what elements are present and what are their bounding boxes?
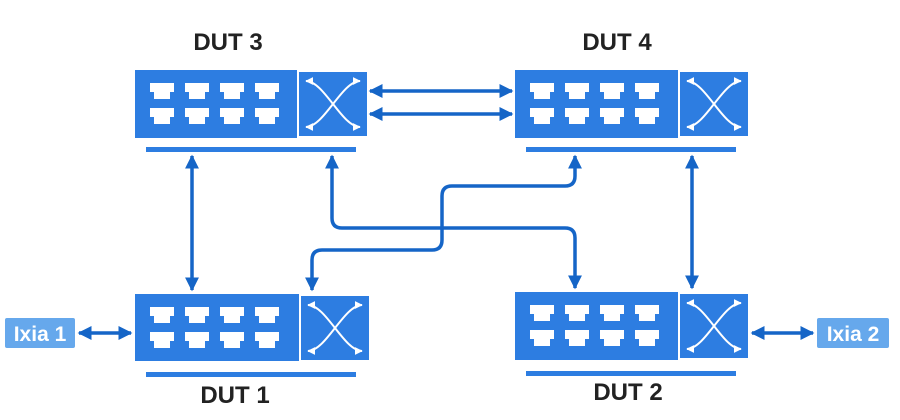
port-icon <box>220 307 244 323</box>
switch-dut4-ports <box>530 83 659 124</box>
port-icon <box>565 108 589 124</box>
port-icon <box>185 307 209 323</box>
link-dut4-dut1 <box>305 154 582 292</box>
port-icon <box>530 83 554 99</box>
switch-dut1-label: DUT 1 <box>200 382 269 409</box>
port-icon <box>600 108 624 124</box>
port-icon <box>185 332 209 348</box>
endpoint-ixia1-label: Ixia 1 <box>14 323 67 346</box>
port-icon <box>150 332 174 348</box>
port-icon <box>565 83 589 99</box>
port-icon <box>185 108 209 124</box>
switch-dut3: DUT 3 <box>135 29 368 152</box>
port-icon <box>530 330 554 346</box>
switch-dut3-body <box>135 70 367 138</box>
switch-dut2: DUT 2 <box>515 292 749 406</box>
port-icon <box>255 108 279 124</box>
port-icon <box>565 330 589 346</box>
port-icon <box>185 83 209 99</box>
switch-dut4-label: DUT 4 <box>582 29 652 56</box>
port-icon <box>150 108 174 124</box>
port-icon <box>635 330 659 346</box>
link-dut3-dut2 <box>325 154 582 290</box>
port-icon <box>635 305 659 321</box>
switch-dut4: DUT 4 <box>515 29 749 152</box>
port-icon <box>220 332 244 348</box>
port-icon <box>635 83 659 99</box>
endpoint-ixia1: Ixia 1 <box>5 318 75 348</box>
port-icon <box>150 307 174 323</box>
switch-dut2-label: DUT 2 <box>593 379 662 406</box>
port-icon <box>530 108 554 124</box>
port-icon <box>565 305 589 321</box>
endpoint-ixia2-box <box>817 318 889 348</box>
switch-dut3-label: DUT 3 <box>193 29 262 56</box>
endpoint-ixia2-label: Ixia 2 <box>827 323 880 346</box>
switch-dut1-base <box>146 372 356 377</box>
switch-dut2-base <box>526 371 736 376</box>
port-icon <box>255 332 279 348</box>
switch-dut3-base <box>146 147 356 152</box>
switch-dut1-body <box>135 294 371 361</box>
port-icon <box>255 83 279 99</box>
port-icon <box>530 305 554 321</box>
port-icon <box>600 83 624 99</box>
port-icon <box>600 305 624 321</box>
switch-dut2-body <box>515 292 748 360</box>
port-icon <box>255 307 279 323</box>
port-icon <box>220 108 244 124</box>
port-icon <box>635 108 659 124</box>
port-icon <box>220 83 244 99</box>
endpoint-ixia1-box <box>5 318 75 348</box>
switch-dut4-base <box>526 147 736 152</box>
switch-dut3-ports <box>150 83 279 124</box>
port-icon <box>600 330 624 346</box>
switch-dut4-body <box>515 70 748 138</box>
port-icon <box>150 83 174 99</box>
switch-dut1-ports <box>150 307 279 348</box>
switch-dut1: DUT 1 <box>135 294 371 409</box>
endpoint-ixia2: Ixia 2 <box>817 318 889 348</box>
switch-dut2-ports <box>530 305 659 346</box>
